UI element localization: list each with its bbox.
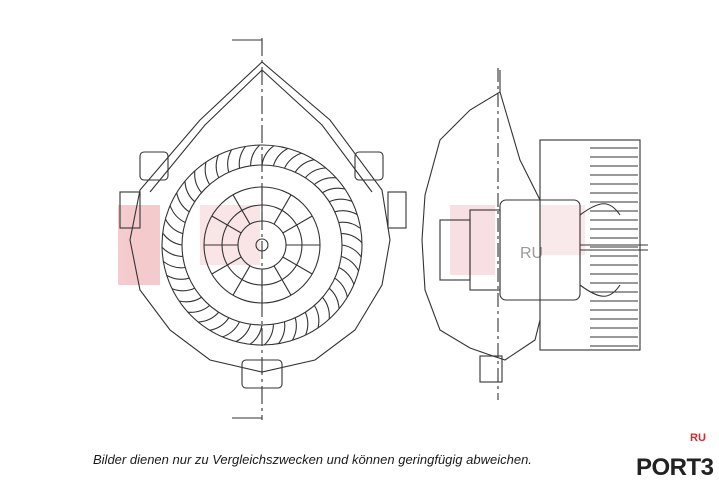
- disclaimer-text: Bilder dienen nur zu Vergleichszwecken u…: [93, 452, 532, 467]
- blower-blades: [161, 144, 363, 346]
- side-view: [421, 68, 648, 400]
- blower-blade: [194, 170, 202, 193]
- hub-spoke: [211, 215, 242, 234]
- blower-blade: [171, 287, 195, 292]
- connector-block: [439, 219, 471, 281]
- blower-blade: [227, 149, 233, 173]
- hub-spoke: [282, 256, 313, 275]
- blower-blade: [249, 324, 263, 345]
- housing-outline: [129, 61, 391, 373]
- blower-blade: [328, 287, 340, 309]
- blower-blade: [329, 198, 353, 203]
- blower-blade: [162, 232, 183, 246]
- wire-lead-bottom: [579, 284, 621, 297]
- blower-blade: [215, 154, 220, 178]
- wire-lead-top: [579, 203, 621, 216]
- watermark-overlay: [118, 205, 585, 285]
- blower-blade: [313, 305, 320, 329]
- blower-blade: [341, 255, 360, 272]
- side-tab-right: [387, 191, 407, 229]
- blower-blade: [163, 261, 186, 269]
- blower-blade: [322, 297, 330, 320]
- blower-blade: [263, 324, 274, 346]
- blower-blade: [198, 311, 220, 323]
- hub-spoke: [232, 265, 251, 296]
- blower-blade: [338, 221, 361, 229]
- side-bottom-tab: [479, 355, 503, 383]
- blower-blade: [166, 274, 190, 280]
- blower-blade: [278, 321, 286, 344]
- blower-blade: [184, 181, 196, 203]
- blower-blade: [222, 321, 240, 338]
- mount-tab-bottom: [241, 359, 283, 389]
- blower-blade: [294, 159, 315, 173]
- blower-blade: [314, 177, 337, 185]
- blower-motor-drawing: RU: [118, 38, 648, 420]
- blower-blade: [238, 146, 246, 169]
- blower-blade: [291, 317, 297, 341]
- blower-blade: [204, 161, 211, 185]
- blower-blade: [261, 145, 275, 166]
- blower-blade: [164, 218, 183, 235]
- blower-blade: [341, 233, 363, 244]
- blower-blade: [235, 324, 252, 343]
- side-housing-strut: [499, 91, 541, 201]
- mount-tab-right: [354, 151, 384, 181]
- blower-blade: [161, 246, 183, 257]
- blower-blade: [304, 167, 326, 179]
- blower-blade: [338, 267, 355, 285]
- motor-shaft: [255, 238, 269, 252]
- hub-spoke: [273, 194, 292, 225]
- blower-wheel-outer: [161, 144, 363, 346]
- blower-blade: [334, 277, 348, 298]
- hub-spoke: [232, 194, 251, 225]
- blower-blade: [284, 152, 302, 169]
- hub-spoke: [211, 256, 242, 275]
- blower-blade: [209, 317, 230, 331]
- mount-tab-left: [139, 151, 169, 181]
- hub-spoke: [273, 265, 292, 296]
- brand-logo: RU PORT3: [636, 432, 716, 486]
- front-view: [119, 38, 407, 420]
- blower-blade: [334, 210, 358, 216]
- blower-blade: [341, 244, 362, 258]
- watermark-ru-text: RU: [520, 245, 543, 262]
- blower-blade: [176, 192, 190, 213]
- hub-spoke: [282, 215, 313, 234]
- blower-blade: [272, 147, 289, 166]
- blower-blade: [169, 205, 186, 223]
- blower-blade: [178, 296, 202, 303]
- blower-blade: [187, 305, 210, 313]
- hub-spokes: [204, 187, 320, 303]
- side-tab-left: [119, 191, 141, 229]
- blower-blade: [322, 187, 346, 194]
- logo-ru-text: RU: [690, 432, 706, 444]
- blower-blade: [304, 312, 309, 336]
- logo-word: PORT3: [636, 454, 714, 481]
- blower-blade: [250, 144, 261, 166]
- side-housing-left: [421, 70, 541, 361]
- fan-cage-fins: [590, 147, 638, 347]
